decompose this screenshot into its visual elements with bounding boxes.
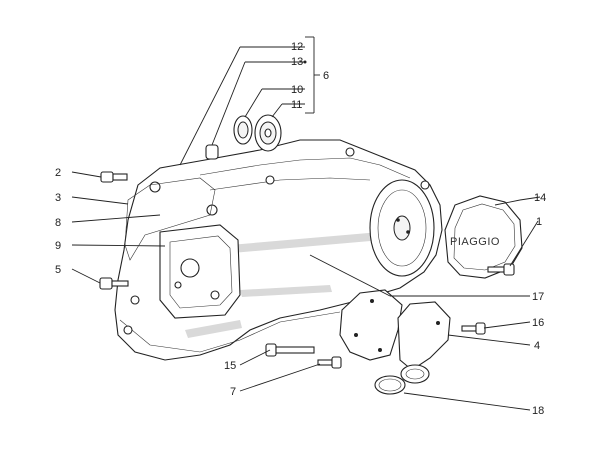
screw-part-7 (317, 356, 342, 369)
label-part-6: 6 (323, 70, 329, 82)
label-part-12: 12 (291, 41, 303, 53)
label-part-11: 11 (291, 99, 302, 111)
label-part-18: 18 (532, 405, 544, 417)
label-part-9: 9 (55, 240, 61, 252)
label-part-8: 8 (55, 217, 61, 229)
hose-clamp-part-18 (374, 375, 406, 395)
label-part-7: 7 (230, 386, 236, 398)
label-part-4: 4 (534, 340, 540, 352)
label-part-5: 5 (55, 264, 61, 276)
label-part-16: 16 (532, 317, 544, 329)
label-part-2: 2 (55, 167, 61, 179)
label-part-15: 15 (224, 360, 236, 372)
air-duct-part-4 (397, 301, 451, 384)
clutch-side-cover-frame (159, 224, 241, 319)
label-part-1: 1 (536, 216, 542, 228)
leader-lines (71, 36, 541, 411)
variator-housing (369, 179, 435, 277)
label-part-14: 14 (534, 192, 546, 204)
cover-brand-text: PIAGGIO (450, 236, 500, 248)
part-labels: 12 13 10 11 6 2 3 8 9 5 14 1 17 16 4 15 … (55, 41, 546, 417)
oil-seal-part-10 (233, 115, 253, 145)
bolt-part-2 (100, 171, 128, 183)
duct-cover-part-17 (339, 289, 403, 361)
bearing-part-11 (254, 114, 282, 152)
screw-part-1 (487, 263, 515, 276)
bolt-part-5 (99, 277, 129, 290)
dowel-part-13 (205, 144, 219, 160)
screw-part-16 (461, 322, 486, 335)
variator-cover-part-14: PIAGGIO (444, 195, 523, 279)
label-part-17: 17 (532, 291, 544, 303)
label-part-13: 13 (291, 56, 303, 68)
bolt-part-15 (265, 343, 315, 357)
label-part-10: 10 (291, 84, 303, 96)
label-part-3: 3 (55, 192, 61, 204)
gasket-part-3 (124, 177, 216, 261)
